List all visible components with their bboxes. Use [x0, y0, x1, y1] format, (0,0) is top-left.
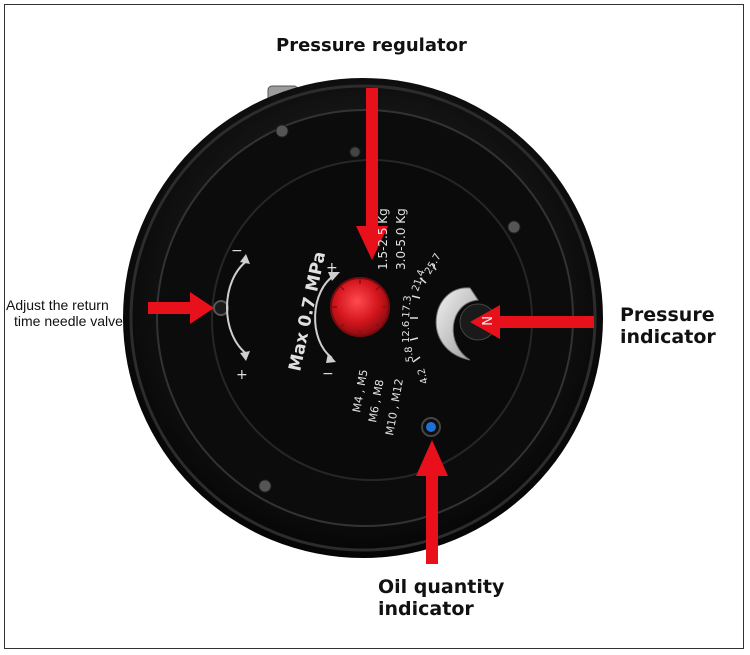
callout-arrows — [148, 88, 594, 564]
needle-valve-label: Adjust the return time needle valve — [6, 297, 123, 329]
arrow-head-icon — [240, 351, 250, 361]
screw — [507, 220, 521, 234]
scale-value: 4.2 — [416, 367, 431, 385]
scale-value: 12.6 — [401, 321, 412, 343]
needle-valve-line2: time needle valve — [14, 313, 123, 330]
plus-sign: + — [326, 260, 338, 276]
needle-valve[interactable] — [213, 300, 229, 316]
oil-level-dot — [426, 422, 436, 432]
arrow-head-icon — [326, 353, 336, 363]
needle-valve-line1: Adjust the return — [6, 297, 109, 313]
pressure-regulator-label: Pressure regulator — [276, 35, 467, 56]
plus-sign: + — [236, 367, 248, 383]
knob-knurling — [331, 278, 389, 336]
screw — [258, 479, 272, 493]
oil-quantity-line1: Oil quantity — [378, 576, 505, 598]
scale-value: 5.8 — [404, 346, 416, 363]
outer-rim — [129, 84, 597, 552]
minus-sign: − — [231, 243, 243, 259]
pressure-indicator-label: Pressure indicator — [620, 304, 716, 349]
indicator-mark: N — [478, 316, 493, 326]
pressure-indicator-line2: indicator — [620, 325, 716, 348]
arrow-head-icon — [328, 272, 340, 281]
scale-value: 17.3 — [401, 295, 414, 318]
pressure-scale-ticks — [409, 263, 437, 363]
screw — [275, 124, 289, 138]
figure-border — [4, 4, 744, 649]
minus-sign: − — [322, 366, 334, 382]
range-b-label: 3.0-5.0 Kg — [394, 208, 408, 270]
pressure-indicator-line1: Pressure — [620, 304, 715, 326]
arrow-head-icon — [240, 254, 250, 264]
pressure-indicator-crescent — [435, 287, 479, 361]
rotate-arrow-icon — [314, 274, 336, 359]
oil-quantity-label: Oil quantity indicator — [378, 576, 505, 621]
oil-quantity-line2: indicator — [378, 597, 474, 620]
range-a-label: 1.5-2.5 Kg — [376, 208, 390, 270]
rotate-arrow-icon — [226, 259, 249, 356]
screw — [349, 146, 361, 158]
